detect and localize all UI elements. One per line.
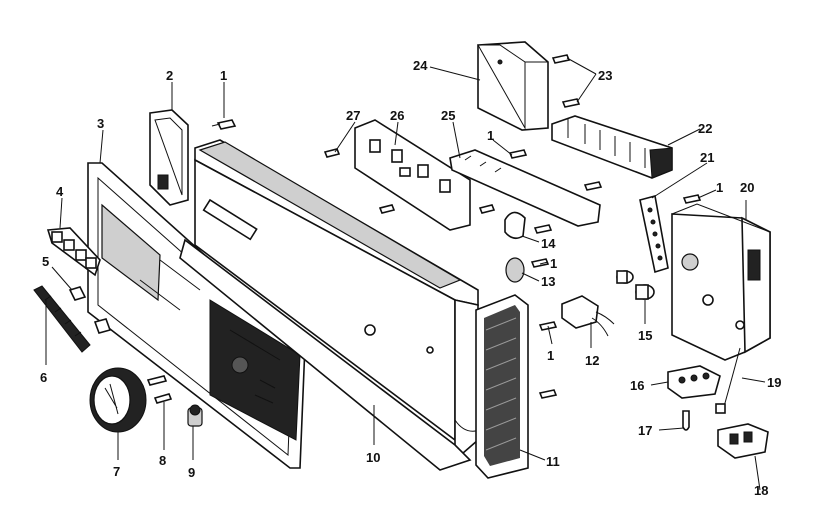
callout-1-near-25: 1 [487,128,494,143]
callout-27: 27 [346,108,360,123]
part-screw-23 [551,54,581,108]
callout-22: 22 [698,121,712,136]
callout-2: 2 [166,68,173,83]
callout-26: 26 [390,108,404,123]
callout-12: 12 [585,353,599,368]
callout-21: 21 [700,150,714,165]
callout-4: 4 [56,184,64,199]
callout-24: 24 [413,58,428,73]
part-switch [561,295,615,337]
callout-13: 13 [541,274,555,289]
part-button-strip [46,227,101,277]
callout-20: 20 [740,180,754,195]
callout-23: 23 [598,68,612,83]
callout-25: 25 [441,108,455,123]
part-mounting-plate [354,119,471,231]
leader-lines [45,57,766,491]
callout-19: 19 [767,375,781,390]
callout-16: 16 [630,378,644,393]
callout-10: 10 [366,450,380,465]
part-vent-grille [475,294,529,479]
callout-15: 15 [638,328,652,343]
part-screw-1b [378,149,603,214]
callout-5: 5 [42,254,49,269]
part-switch-bar [33,285,91,353]
part-end-bracket [149,109,189,206]
callout-3: 3 [97,116,104,131]
callout-1-top: 1 [220,68,227,83]
callout-labels: 1 2 3 4 5 6 7 8 9 10 11 12 13 14 15 16 1… [40,58,781,498]
part-control-panel-face [87,162,306,469]
part-screw-8 [146,375,173,404]
part-cover-box [477,41,549,131]
part-rail [449,149,601,227]
part-terminal-block [551,115,673,179]
callout-14: 14 [541,236,556,251]
part-knob [89,367,147,433]
part-screw-1d [682,194,702,204]
part-connector-16 [667,365,721,399]
part-clip [68,286,112,334]
part-clip-14 [504,211,553,240]
part-knob-insert [187,404,203,427]
callout-18: 18 [754,483,768,498]
callout-6: 6 [40,370,47,385]
part-screw-1a [211,119,237,130]
callout-7: 7 [113,464,120,479]
callout-1-near-12: 1 [547,348,554,363]
part-plug [616,270,655,300]
part-timer-module [671,203,771,361]
callout-8: 8 [159,453,166,468]
callout-9: 9 [188,465,195,480]
part-wire [715,347,741,414]
callout-1-near-21: 1 [716,180,723,195]
part-terminal-strip [639,195,669,274]
part-pin [682,410,690,431]
part-screw-27 [323,148,341,158]
callout-11: 11 [546,454,560,469]
callout-1-near-13: 1 [550,256,557,271]
callout-17: 17 [638,423,652,438]
part-console-housing [179,139,481,471]
part-grommet [505,257,550,283]
part-connector-18 [717,423,769,459]
